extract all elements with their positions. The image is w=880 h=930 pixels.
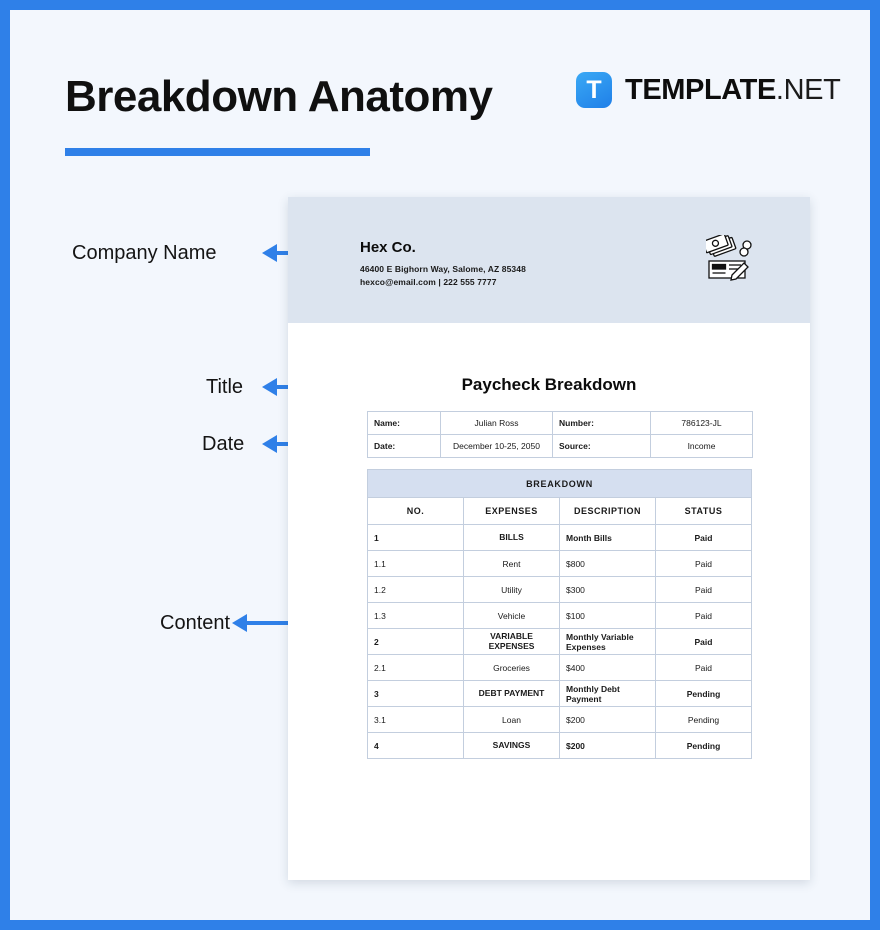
- annotation-label-date: Date: [202, 433, 245, 455]
- cell-expenses: Rent: [463, 550, 560, 577]
- cell-expenses: DEBT PAYMENT: [463, 680, 560, 707]
- company-address: 46400 E Bighorn Way, Salome, AZ 85348: [360, 264, 526, 274]
- column-header-expenses: EXPENSES: [463, 497, 560, 525]
- company-contact: hexco@email.com | 222 555 7777: [360, 277, 497, 287]
- annotation-arrowhead-company-name: [262, 244, 277, 262]
- cell-status: Paid: [655, 524, 752, 551]
- document-card: Hex Co. 46400 E Bighorn Way, Salome, AZ …: [288, 197, 810, 880]
- cell-status: Paid: [655, 550, 752, 577]
- annotation-label-content: Content: [160, 612, 231, 634]
- cell-expenses: Utility: [463, 576, 560, 603]
- breakdown-table: BREAKDOWN NO. EXPENSES DESCRIPTION STATU…: [367, 469, 752, 759]
- table-row: Date: December 10-25, 2050 Source: Incom…: [367, 434, 753, 458]
- cell-description: Month Bills: [559, 524, 656, 551]
- brand-tld: .NET: [775, 73, 841, 106]
- cell-description: $100: [559, 602, 656, 629]
- page-title: Breakdown Anatomy: [65, 72, 493, 121]
- cell-expenses: SAVINGS: [463, 732, 560, 759]
- info-label-date: Date:: [367, 434, 441, 458]
- cell-description: $800: [559, 550, 656, 577]
- cell-expenses: BILLS: [463, 524, 560, 551]
- info-value-name: Julian Ross: [440, 411, 553, 435]
- annotation-arrowhead-content: [232, 614, 247, 632]
- cell-no: 4: [367, 732, 464, 759]
- template-logo-icon: T: [576, 72, 612, 108]
- breakdown-header-row: NO. EXPENSES DESCRIPTION STATUS: [367, 497, 752, 525]
- brand-logo: T TEMPLATE.NET: [576, 72, 841, 108]
- column-header-status: STATUS: [655, 497, 752, 525]
- cell-no: 2: [367, 628, 464, 655]
- info-value-date: December 10-25, 2050: [440, 434, 553, 458]
- annotation-label-company-name: Company Name: [72, 242, 217, 264]
- cell-no: 1.3: [367, 602, 464, 629]
- column-header-no: NO.: [367, 497, 464, 525]
- annotation-arrowhead-title: [262, 378, 277, 396]
- cell-no: 2.1: [367, 654, 464, 681]
- cell-description: $300: [559, 576, 656, 603]
- cell-no: 1.2: [367, 576, 464, 603]
- info-table: Name: Julian Ross Number: 786123-JL Date…: [367, 411, 753, 458]
- cell-expenses: Loan: [463, 706, 560, 733]
- cell-status: Pending: [655, 680, 752, 707]
- brand-wordmark: TEMPLATE.NET: [625, 73, 841, 106]
- cell-status: Paid: [655, 576, 752, 603]
- cell-expenses: VARIABLE EXPENSES: [463, 628, 560, 655]
- cell-status: Paid: [655, 628, 752, 655]
- cell-no: 1.1: [367, 550, 464, 577]
- info-label-number: Number:: [552, 411, 651, 435]
- cell-description: $200: [559, 732, 656, 759]
- title-underline-bar: [65, 148, 370, 156]
- info-value-number: 786123-JL: [650, 411, 753, 435]
- cell-description: $400: [559, 654, 656, 681]
- cell-status: Pending: [655, 732, 752, 759]
- annotation-arrowhead-date: [262, 435, 277, 453]
- table-row: Name: Julian Ross Number: 786123-JL: [367, 411, 753, 435]
- info-label-name: Name:: [367, 411, 441, 435]
- company-name: Hex Co.: [360, 239, 416, 256]
- cell-description: Monthly Debt Payment: [559, 680, 656, 707]
- cell-status: Pending: [655, 706, 752, 733]
- cell-description: Monthly Variable Expenses: [559, 628, 656, 655]
- poster-canvas: Breakdown Anatomy T TEMPLATE.NET Company…: [10, 10, 870, 920]
- cell-expenses: Groceries: [463, 654, 560, 681]
- info-label-source: Source:: [552, 434, 651, 458]
- breakdown-band-title: BREAKDOWN: [367, 469, 752, 498]
- brand-name: TEMPLATE: [625, 73, 776, 106]
- annotation-label-title: Title: [206, 376, 244, 398]
- cell-no: 3.1: [367, 706, 464, 733]
- cell-expenses: Vehicle: [463, 602, 560, 629]
- info-value-source: Income: [650, 434, 753, 458]
- document-title: Paycheck Breakdown: [461, 375, 637, 394]
- money-check-icon: [702, 233, 756, 286]
- cell-description: $200: [559, 706, 656, 733]
- cell-status: Paid: [655, 602, 752, 629]
- document-header-band: Hex Co. 46400 E Bighorn Way, Salome, AZ …: [288, 197, 810, 323]
- cell-no: 3: [367, 680, 464, 707]
- column-header-description: DESCRIPTION: [559, 497, 656, 525]
- cell-status: Paid: [655, 654, 752, 681]
- breakdown-band-row: BREAKDOWN: [367, 469, 752, 498]
- cell-no: 1: [367, 524, 464, 551]
